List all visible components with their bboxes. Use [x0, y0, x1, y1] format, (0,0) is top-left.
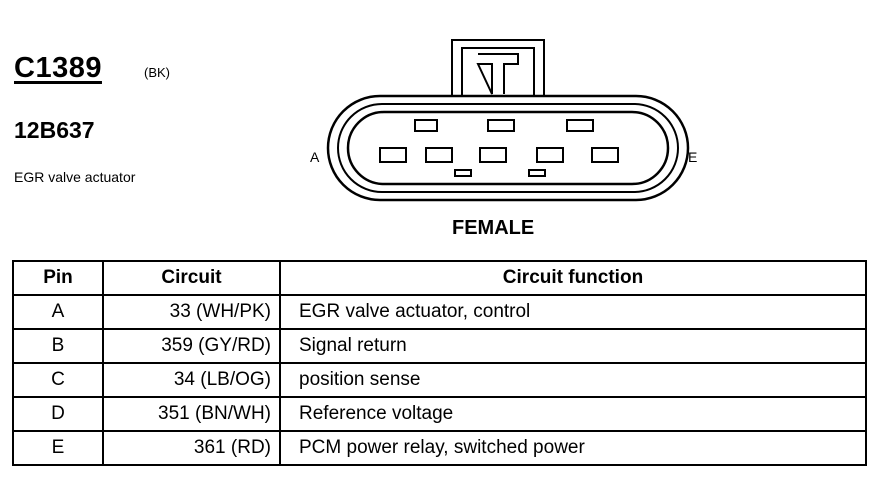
- table-row: E 361 (RD) PCM power relay, switched pow…: [12, 430, 867, 466]
- bottom-key-left: [454, 169, 472, 177]
- table-row: B 359 (GY/RD) Signal return: [12, 328, 867, 364]
- connector-id: C1389: [14, 52, 102, 84]
- connector-color-code: (BK): [144, 65, 170, 80]
- top-key-center: [487, 119, 515, 132]
- circuit-cell: 361 (RD): [102, 430, 281, 466]
- table-row: A 33 (WH/PK) EGR valve actuator, control: [12, 294, 867, 330]
- terminal-cavity-a: [379, 147, 407, 163]
- connector-gender-label: FEMALE: [452, 217, 535, 239]
- housing-outline-middle: [337, 103, 679, 193]
- housing-outline-outer: [326, 94, 690, 202]
- housing-outline-inner: [346, 110, 670, 186]
- latch-outer: [451, 39, 545, 96]
- function-cell: EGR valve actuator, control: [279, 294, 867, 330]
- part-number: 12B637: [14, 117, 95, 143]
- pin-cell: B: [12, 328, 104, 364]
- function-cell: position sense: [279, 362, 867, 398]
- table-row: D 351 (BN/WH) Reference voltage: [12, 396, 867, 432]
- terminal-cavity-b: [425, 147, 453, 163]
- pin-e-side-label: E: [688, 149, 697, 165]
- header-circuit: Circuit: [102, 260, 281, 296]
- table-row: C 34 (LB/OG) position sense: [12, 362, 867, 398]
- function-cell: Signal return: [279, 328, 867, 364]
- pin-cell: C: [12, 362, 104, 398]
- terminal-cavity-e: [591, 147, 619, 163]
- top-key-left: [414, 119, 438, 132]
- terminal-cavity-d: [536, 147, 564, 163]
- circuit-cell: 351 (BN/WH): [102, 396, 281, 432]
- function-cell: PCM power relay, switched power: [279, 430, 867, 466]
- header-circuit-function: Circuit function: [279, 260, 867, 296]
- pin-cell: D: [12, 396, 104, 432]
- latch-t-shape: [476, 53, 519, 95]
- latch-inner: [461, 47, 535, 96]
- circuit-cell: 34 (LB/OG): [102, 362, 281, 398]
- connector-description: EGR valve actuator: [14, 169, 136, 185]
- circuit-cell: 359 (GY/RD): [102, 328, 281, 364]
- connector-face-diagram: A E: [310, 39, 697, 202]
- header-pin: Pin: [12, 260, 104, 296]
- bottom-key-right: [528, 169, 546, 177]
- table-header-row: Pin Circuit Circuit function: [12, 260, 867, 296]
- pin-a-side-label: A: [310, 149, 320, 165]
- function-cell: Reference voltage: [279, 396, 867, 432]
- terminal-cavity-c: [479, 147, 507, 163]
- pin-cell: E: [12, 430, 104, 466]
- circuit-cell: 33 (WH/PK): [102, 294, 281, 330]
- top-key-right: [566, 119, 594, 132]
- pin-table: Pin Circuit Circuit function A 33 (WH/PK…: [12, 260, 867, 466]
- pin-cell: A: [12, 294, 104, 330]
